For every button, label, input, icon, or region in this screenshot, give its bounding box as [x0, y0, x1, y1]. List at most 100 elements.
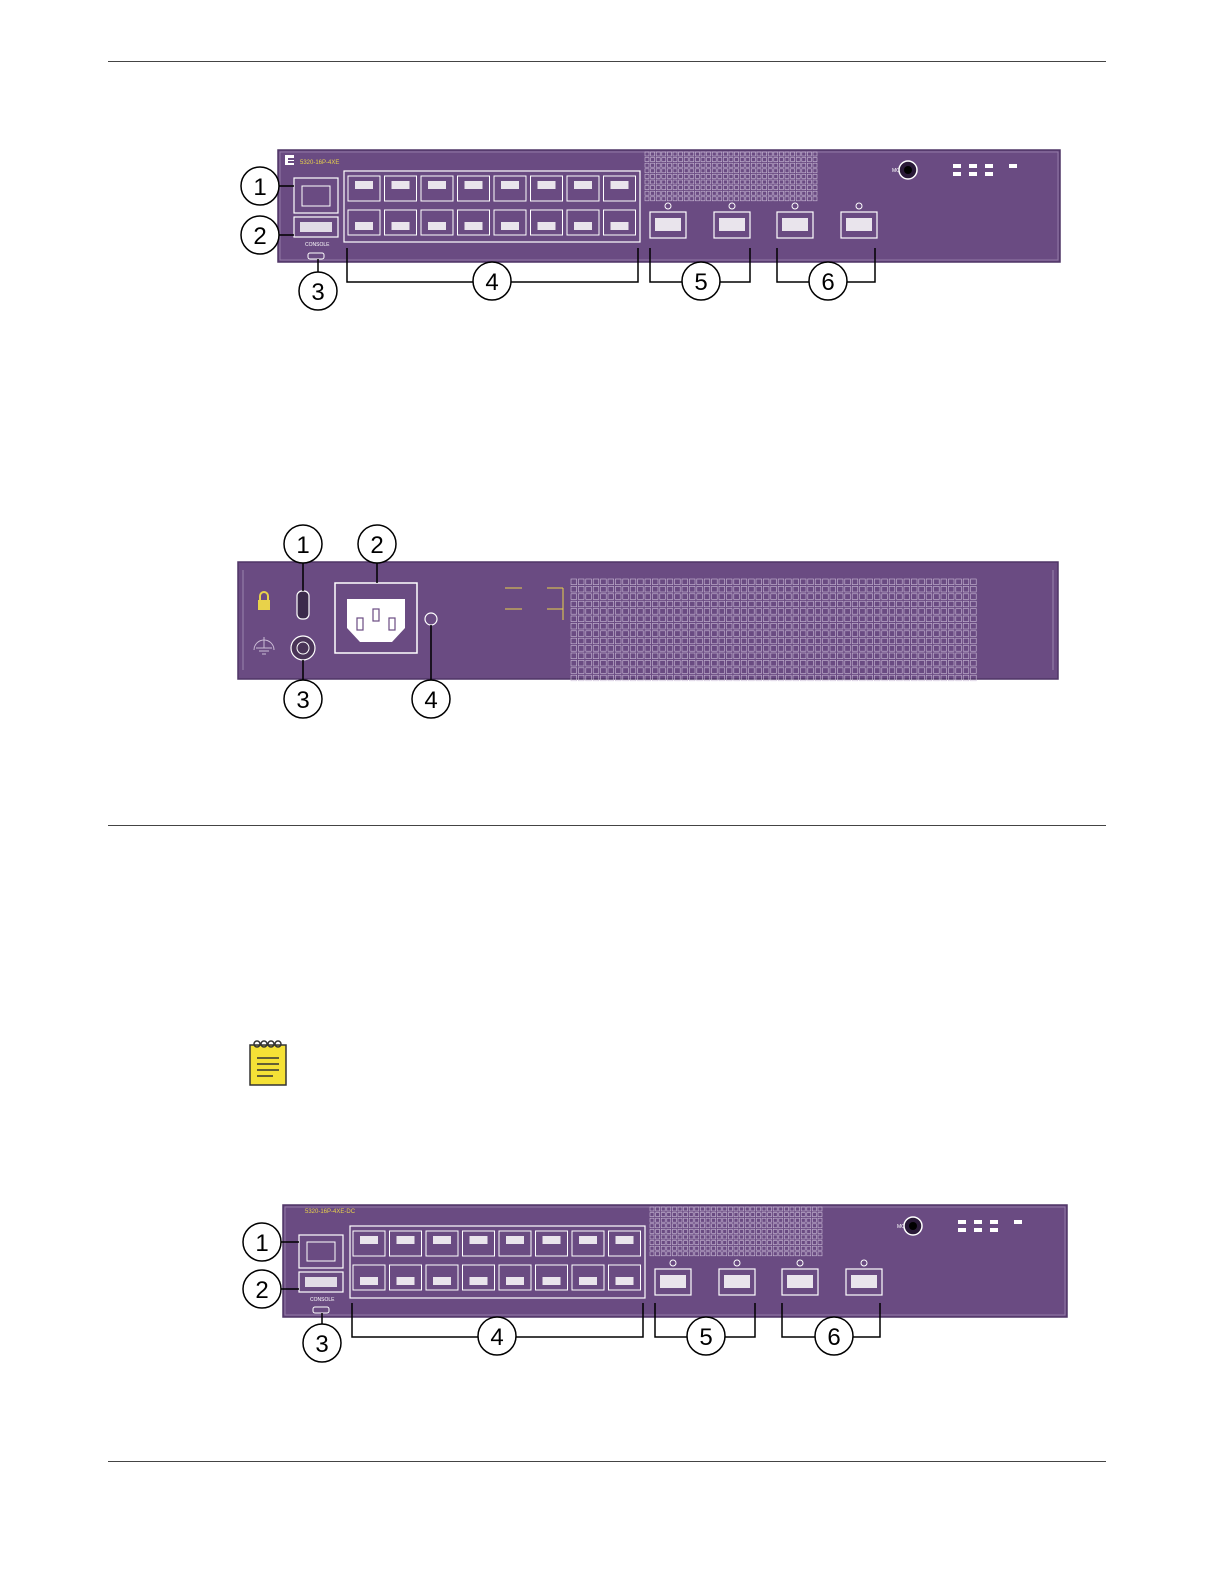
- security-slot: [297, 591, 309, 619]
- sfp-cage: [655, 218, 681, 231]
- model-label: 5320-16P-4XE: [300, 160, 339, 166]
- sfp-cage: [851, 1275, 877, 1288]
- callout-1: 1: [284, 525, 322, 563]
- sfp-cage: [787, 1275, 813, 1288]
- rj45-jack: [506, 1236, 524, 1244]
- callout-6: 6: [815, 1317, 853, 1355]
- console-label: CONSOLE: [305, 242, 330, 248]
- svg-text:5: 5: [694, 269, 707, 296]
- rj45-jack: [397, 1236, 415, 1244]
- rj45-jack: [465, 181, 483, 189]
- status-led: [990, 1228, 998, 1232]
- rj45-jack: [470, 1277, 488, 1285]
- callout-2: 2: [243, 1270, 281, 1308]
- status-led: [953, 164, 961, 168]
- svg-text:6: 6: [821, 269, 834, 296]
- model-label: 5320-16P-4XE-DC: [305, 1209, 356, 1215]
- rj45-jack: [360, 1236, 378, 1244]
- rj45-jack: [579, 1236, 597, 1244]
- rj45-jack: [470, 1236, 488, 1244]
- front-panel-dc-figure: 5320-16P-4XE-DC CONSOLE MODE 1 2 3 4 5 6: [235, 1195, 1075, 1375]
- console-label: CONSOLE: [310, 1297, 335, 1303]
- svg-text:4: 4: [490, 1324, 503, 1351]
- callout-5: 5: [687, 1317, 725, 1355]
- rj45-jack: [355, 222, 373, 230]
- note-icon: [248, 1038, 290, 1088]
- svg-text:4: 4: [424, 687, 437, 714]
- status-led: [985, 164, 993, 168]
- status-led: [1009, 164, 1017, 168]
- callout-4: 4: [412, 680, 450, 718]
- rj45-jack: [428, 222, 446, 230]
- rj45-jack: [428, 181, 446, 189]
- sfp-cage: [660, 1275, 686, 1288]
- svg-text:1: 1: [255, 1230, 268, 1257]
- top-rule: [108, 61, 1106, 62]
- callout-6: 6: [809, 262, 847, 300]
- status-led: [969, 164, 977, 168]
- front-panel-figure: 5320-16P-4XE CONSOLE MODE 1 2 3 4 5 6: [230, 140, 1070, 320]
- sfp-cage: [719, 218, 745, 231]
- section-rule: [108, 825, 1106, 826]
- rj45-jack: [616, 1236, 634, 1244]
- rj45-jack: [506, 1277, 524, 1285]
- rj45-jack: [392, 222, 410, 230]
- status-led: [969, 172, 977, 176]
- svg-text:5: 5: [699, 1324, 712, 1351]
- rj45-jack: [574, 181, 592, 189]
- sfp-cage: [782, 218, 808, 231]
- callout-2: 2: [241, 216, 279, 254]
- rj45-jack: [501, 181, 519, 189]
- rj45-jack: [538, 181, 556, 189]
- status-led: [953, 172, 961, 176]
- bottom-rule: [108, 1461, 1106, 1462]
- svg-text:3: 3: [296, 687, 309, 714]
- rj45-jack: [611, 181, 629, 189]
- extreme-logo-icon: [285, 155, 294, 165]
- callout-1: 1: [241, 167, 279, 205]
- callout-3: 3: [299, 272, 337, 310]
- svg-text:4: 4: [485, 269, 498, 296]
- rj45-jack: [543, 1277, 561, 1285]
- callout-4: 4: [478, 1317, 516, 1355]
- rj45-jack: [433, 1277, 451, 1285]
- callout-5: 5: [682, 262, 720, 300]
- status-led: [974, 1220, 982, 1224]
- status-led: [990, 1220, 998, 1224]
- rj45-jack: [616, 1277, 634, 1285]
- svg-text:2: 2: [370, 532, 383, 559]
- svg-text:3: 3: [315, 1331, 328, 1358]
- status-led: [958, 1228, 966, 1232]
- callout-3: 3: [284, 680, 322, 718]
- svg-text:3: 3: [311, 279, 324, 306]
- rj45-jack: [538, 222, 556, 230]
- rj45-jack: [392, 181, 410, 189]
- rj45-jack: [433, 1236, 451, 1244]
- callout-1: 1: [243, 1223, 281, 1261]
- rj45-jack: [543, 1236, 561, 1244]
- svg-text:1: 1: [253, 174, 266, 201]
- callout-2: 2: [358, 525, 396, 563]
- rj45-jack: [465, 222, 483, 230]
- svg-text:6: 6: [827, 1324, 840, 1351]
- callout-3: 3: [303, 1324, 341, 1362]
- rj45-jack: [397, 1277, 415, 1285]
- status-led: [985, 172, 993, 176]
- rear-panel-figure: 1 2 3 4: [230, 520, 1070, 720]
- rj45-jack: [574, 222, 592, 230]
- status-led: [974, 1228, 982, 1232]
- rj45-jack: [579, 1277, 597, 1285]
- sfp-cage: [846, 218, 872, 231]
- rj45-jack: [611, 222, 629, 230]
- ground-screw: [291, 636, 315, 660]
- status-led: [1014, 1220, 1022, 1224]
- sfp-cage: [724, 1275, 750, 1288]
- callout-4: 4: [473, 262, 511, 300]
- svg-text:2: 2: [255, 1277, 268, 1304]
- rj45-jack: [360, 1277, 378, 1285]
- rj45-jack: [501, 222, 519, 230]
- svg-text:1: 1: [296, 532, 309, 559]
- svg-text:2: 2: [253, 223, 266, 250]
- status-led: [958, 1220, 966, 1224]
- rj45-jack: [355, 181, 373, 189]
